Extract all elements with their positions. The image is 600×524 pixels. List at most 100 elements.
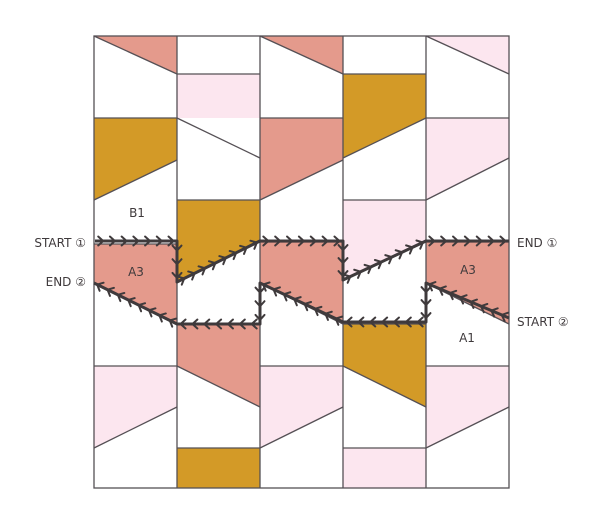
stitch-chevron-icon <box>342 273 352 284</box>
stitch-chevron-icon <box>293 296 302 307</box>
patch <box>343 448 426 488</box>
stitch-chevron-icon <box>132 235 140 247</box>
quilt-patches <box>94 36 509 488</box>
stitch-chevron-icon <box>176 275 186 286</box>
stitch-chevron-icon <box>187 270 196 281</box>
stitch-chevron-icon <box>440 235 448 247</box>
stitch-chevron-icon <box>228 249 238 261</box>
stitch-chevron-icon <box>337 257 349 265</box>
stitch-chevron-icon <box>286 235 294 247</box>
stitch-path-2 <box>93 281 510 330</box>
stitch-chevron-icon <box>303 301 313 312</box>
stitch-chevron-icon <box>334 315 344 326</box>
stitch-chevron-icon <box>254 313 266 321</box>
stitch-chevron-icon <box>167 235 175 247</box>
stitch-chevron-icon <box>197 265 207 276</box>
stitch-chevron-icon <box>127 297 136 308</box>
patch <box>426 366 509 448</box>
stitch-chevron-icon <box>369 316 377 328</box>
stitch-chevron-icon <box>218 255 227 266</box>
stitch-chevron-icon <box>373 259 383 270</box>
block-label-b1: B1 <box>129 206 145 220</box>
stitch-line <box>93 281 510 326</box>
patch <box>343 74 426 158</box>
patch <box>343 324 426 407</box>
stitch-chevron-icon <box>272 286 281 297</box>
patch <box>94 366 177 448</box>
end-2-label: END ② <box>46 275 86 289</box>
stitch-chevron-icon <box>191 318 199 330</box>
end-1-label: END ① <box>517 236 557 250</box>
stitch-chevron-icon <box>475 235 483 247</box>
stitch-chevron-icon <box>420 286 432 294</box>
stitch-chevron-icon <box>499 235 507 247</box>
patch <box>426 118 509 200</box>
stitch-chevron-icon <box>324 310 333 321</box>
stitch-chevron-icon <box>479 302 489 314</box>
patch <box>260 366 343 448</box>
stitch-chevron-icon <box>137 302 147 313</box>
stitch-chevron-icon <box>106 286 115 297</box>
stitch-chevron-icon <box>459 294 468 305</box>
stitch-paths <box>93 235 510 330</box>
stitch-chevron-icon <box>116 291 126 303</box>
stitch-chevron-icon <box>262 235 270 247</box>
stitch-chevron-icon <box>337 270 349 278</box>
stitch-chevron-icon <box>333 235 341 247</box>
stitch-chevron-icon <box>490 307 499 318</box>
stitch-chevron-icon <box>226 318 234 330</box>
patch <box>177 74 260 118</box>
stitch-chevron-icon <box>404 316 412 328</box>
stitch-chevron-icon <box>321 235 329 247</box>
stitch-chevron-icon <box>463 235 471 247</box>
stitch-chevron-icon <box>254 300 266 308</box>
stitch-chevron-icon <box>392 316 400 328</box>
block-label-a3-right: A3 <box>460 263 476 277</box>
block-label-a3-left: A3 <box>128 265 144 279</box>
patch-a3-left <box>94 244 177 283</box>
stitch-path-1 <box>95 235 509 286</box>
stitch-chevron-icon <box>487 235 495 247</box>
stitch-chevron-icon <box>500 311 510 323</box>
stitch-chevron-icon <box>120 235 128 247</box>
stitch-chevron-icon <box>97 235 105 247</box>
stitch-chevron-icon <box>171 271 183 279</box>
patch <box>260 242 343 324</box>
stitch-chevron-icon <box>428 235 436 247</box>
diagram-labels: START ① END ① END ② START ② B1 A3 A3 A1 <box>34 206 568 345</box>
stitch-chevron-icon <box>171 258 183 266</box>
stitch-chevron-icon <box>147 307 157 318</box>
stitch-chevron-icon <box>313 305 323 317</box>
start-1-label: START ① <box>34 236 86 250</box>
stitch-chevron-icon <box>345 316 353 328</box>
stitch-chevron-icon <box>384 254 393 265</box>
stitch-chevron-icon <box>381 316 389 328</box>
stitch-chevron-icon <box>155 235 163 247</box>
stitch-chevron-icon <box>469 298 478 309</box>
patch <box>260 118 343 200</box>
patch <box>177 448 260 488</box>
stitch-chevron-icon <box>452 235 460 247</box>
stitch-chevron-icon <box>238 318 246 330</box>
stitch-chevron-icon <box>448 289 458 301</box>
stitch-chevron-icon <box>203 318 211 330</box>
stitch-chevron-icon <box>420 299 432 307</box>
stitch-chevron-icon <box>363 263 373 275</box>
stitch-chevron-icon <box>353 268 362 279</box>
patch <box>177 324 260 407</box>
stitch-chevron-icon <box>274 235 282 247</box>
stitch-chevron-icon <box>108 235 116 247</box>
stitch-chevron-icon <box>179 318 187 330</box>
stitch-chevron-icon <box>171 244 183 252</box>
stitch-chevron-icon <box>254 286 266 294</box>
stitch-chevron-icon <box>96 281 105 292</box>
stitch-chevron-icon <box>416 316 424 328</box>
patch <box>94 118 177 200</box>
start-2-label: START ② <box>517 315 569 329</box>
stitch-chevron-icon <box>158 312 167 323</box>
patch <box>177 200 260 282</box>
block-label-a1: A1 <box>459 331 475 345</box>
stitch-chevron-icon <box>394 249 404 260</box>
patch-a3-right <box>426 242 509 324</box>
